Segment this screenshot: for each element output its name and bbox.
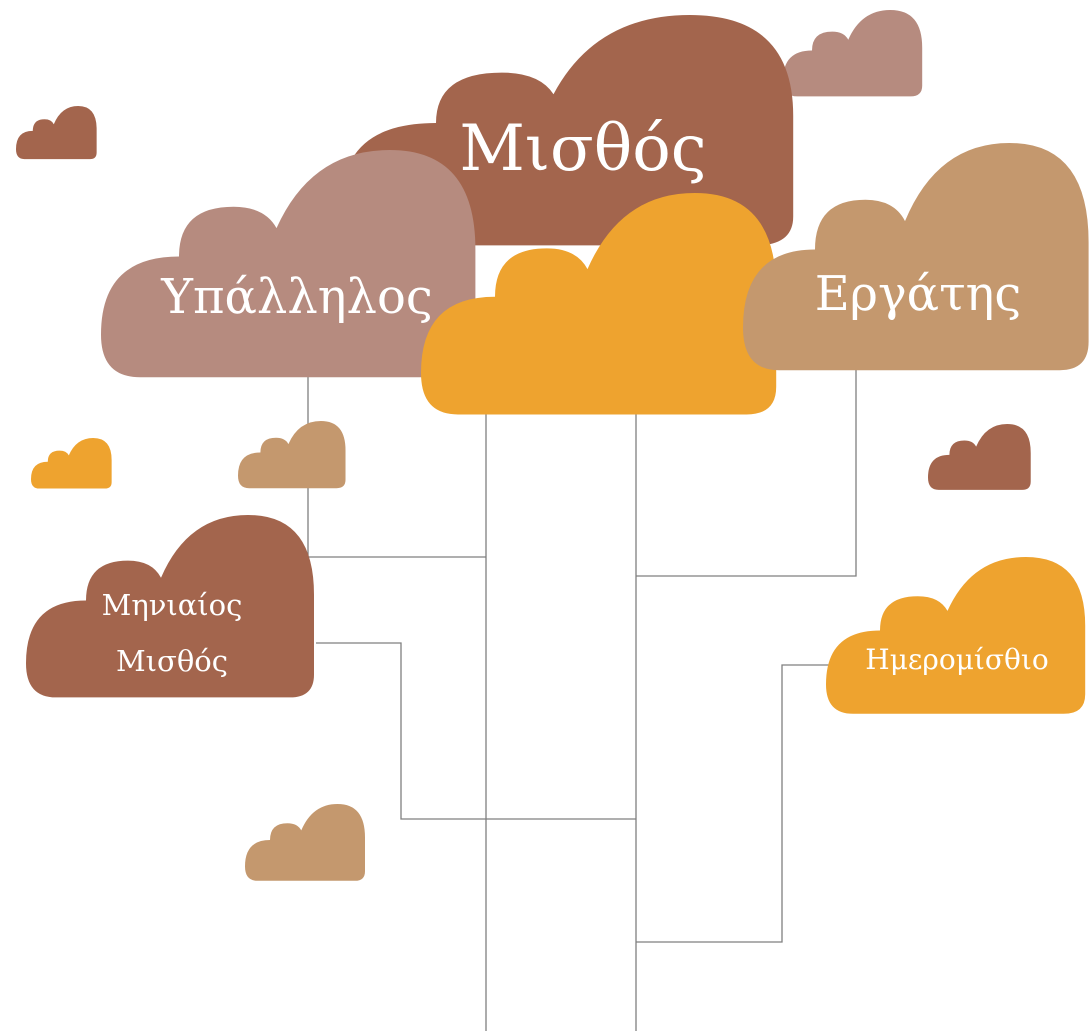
node-daily-wage: Ημερομίσθιο: [826, 557, 1086, 714]
decor-cloud-icon: [31, 438, 112, 489]
node-monthly-salary-label-line1: Μηνιαίος: [102, 588, 243, 622]
node-salary: Μισθός: [342, 15, 794, 246]
cloud-icon: [743, 143, 1089, 371]
connector-worker-trunk: [636, 370, 857, 577]
node-salary-label: Μισθός: [459, 112, 706, 186]
node-monthly-salary: Μηνιαίος Μισθός: [26, 515, 314, 698]
cloud-icon: [101, 150, 476, 378]
node-monthly-salary-label-line2: Μισθός: [116, 644, 228, 678]
node-employee-label: Υπάλληλος: [160, 269, 432, 325]
decor-cloud-icon: [238, 421, 346, 489]
decor-cloud-icon: [245, 804, 365, 881]
connector-lines: [307, 370, 857, 1031]
connector-monthly-salary: [316, 642, 636, 820]
connector-daily-wage: [636, 664, 830, 943]
decor-cloud-icon: [783, 10, 923, 97]
node-worker-label: Εργάτης: [815, 266, 1022, 322]
decor-cloud-icon: [16, 106, 97, 160]
node-employee: Υπάλληλος: [101, 150, 476, 378]
node-daily-wage-label: Ημερομίσθιο: [865, 643, 1048, 676]
decor-cloud-icon: [928, 424, 1031, 490]
node-worker: Εργάτης: [743, 143, 1089, 371]
cloud-icon: [826, 557, 1086, 714]
